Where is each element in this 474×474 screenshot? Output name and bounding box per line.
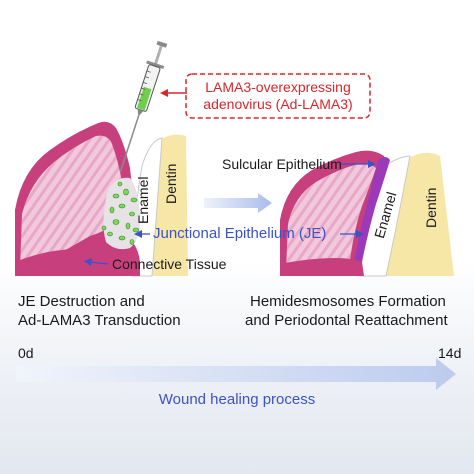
caption-left-line2: Ad-LAMA3 Transduction — [18, 312, 181, 329]
junctional-arrowhead-left — [134, 230, 142, 238]
junctional-arrowhead-right — [356, 230, 364, 238]
virus-callout-arrowhead — [160, 89, 168, 97]
virus-callout-line1: LAMA3-overexpressing — [205, 79, 351, 95]
virus-callout-line2: adenovirus (Ad-LAMA3) — [203, 96, 353, 112]
caption-right-line1: Hemidesmosomes Formation — [250, 293, 446, 310]
left-gingiva-inner — [20, 135, 124, 270]
timeline-start-label: 0d — [18, 345, 34, 361]
left-tissue-illustration — [15, 121, 188, 277]
left-connective-tissue — [15, 234, 140, 276]
label-enamel-left: Enamel — [135, 176, 151, 224]
timeline-end-label: 14d — [438, 345, 462, 361]
label-junctional-epithelium: Junctional Epithelium (JE) — [153, 225, 327, 242]
caption-right-line2: and Periodontal Reattachment — [245, 312, 448, 329]
connective-arrow — [89, 261, 109, 265]
label-dentin-left: Dentin — [163, 163, 179, 204]
left-je-destruction — [103, 177, 140, 250]
right-junctional-epithelium — [354, 157, 390, 262]
label-sulcular-epithelium: Sulcular Epithelium — [222, 156, 342, 172]
right-connective-tissue — [280, 258, 364, 276]
timeline-arrow — [16, 358, 456, 390]
caption-left-line1: JE Destruction and — [18, 293, 145, 310]
connective-arrowhead — [84, 258, 92, 266]
label-dentin-right: Dentin — [423, 187, 439, 228]
right-gingiva-inner — [286, 163, 376, 270]
right-dentin — [380, 152, 454, 276]
virus-particles — [101, 181, 140, 245]
timeline-process-label: Wound healing process — [158, 391, 316, 408]
sulcular-arrowhead — [368, 160, 376, 168]
virus-callout-text: LAMA3-overexpressing adenovirus (Ad-LAMA… — [186, 79, 370, 113]
label-connective-tissue: Connective Tissue — [112, 256, 227, 272]
syringe-icon — [119, 40, 168, 172]
virus-callout-box — [185, 73, 371, 119]
right-tissue-illustration — [280, 150, 454, 277]
middle-arrow — [204, 193, 272, 213]
